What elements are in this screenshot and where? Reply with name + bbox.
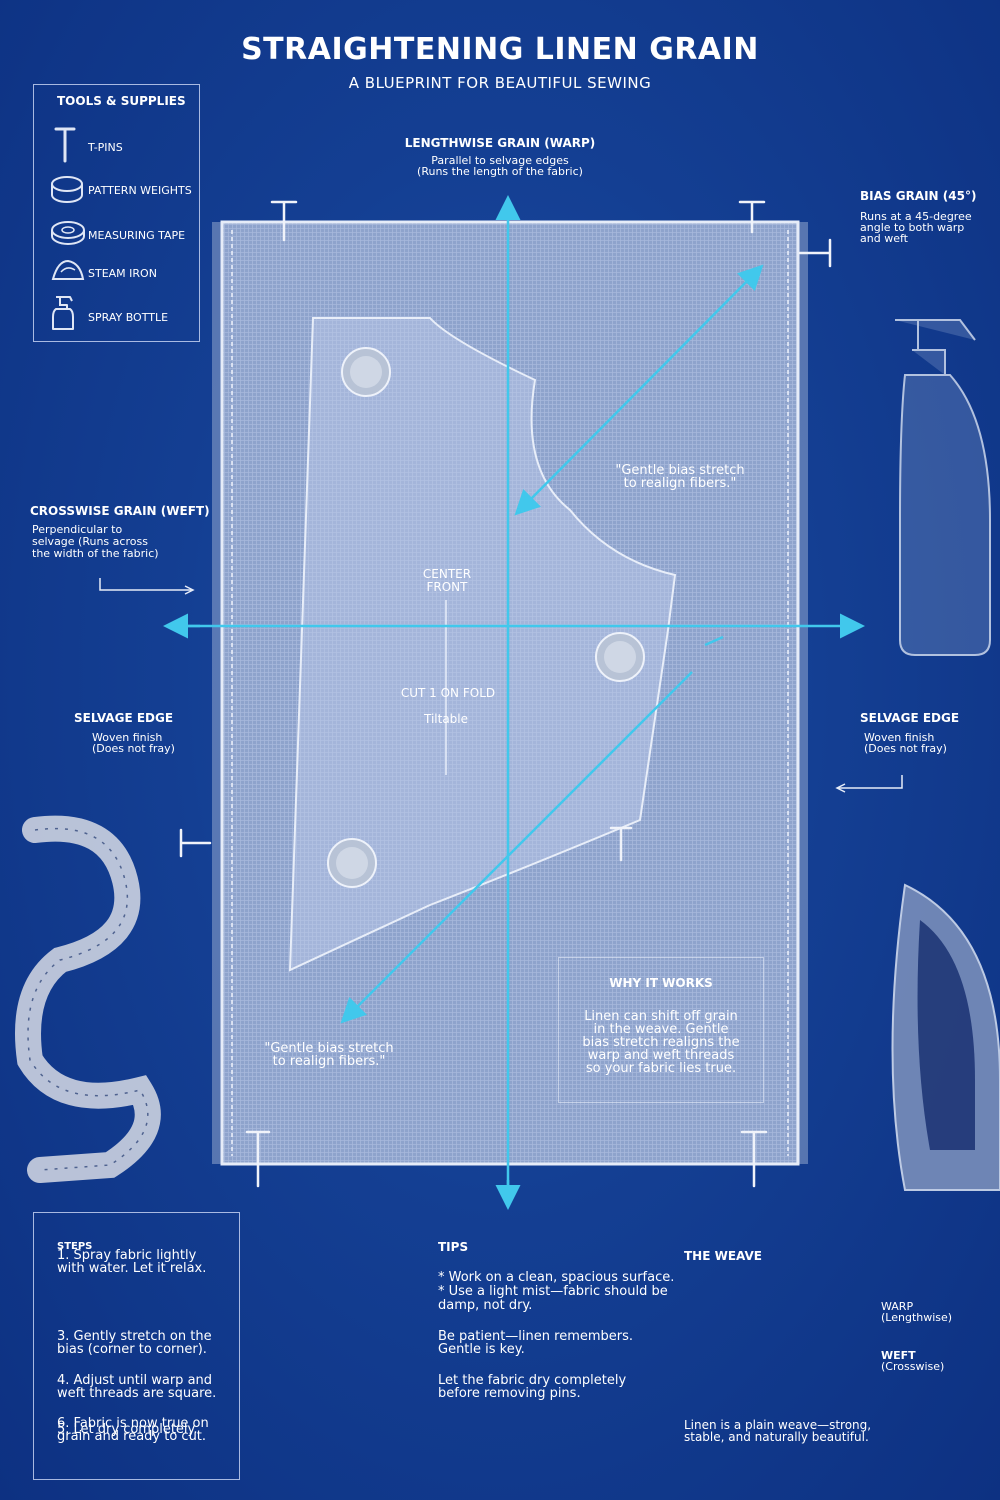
tool-label-steam-iron: STEAM IRON xyxy=(88,267,157,280)
weave-warp-sub: (Lengthwise) xyxy=(881,1311,953,1324)
step-1-line2: with water. Let it relax. xyxy=(57,1261,207,1276)
tool-label-spray-bottle: SPRAY BOTTLE xyxy=(88,311,169,324)
step-5: 5. Let dry completely. xyxy=(57,1422,198,1437)
why-line4: warp and weft threads xyxy=(587,1048,735,1063)
bias-arrow-bottom-back xyxy=(704,635,724,647)
center-front-line1: CENTER xyxy=(423,567,471,581)
pattern-weight-1 xyxy=(341,347,391,397)
bias-grain-line3: and weft xyxy=(860,232,908,245)
selvage-left-line1: Woven finish xyxy=(92,731,163,744)
t-pin-icon xyxy=(54,127,76,163)
selvage-left-line2: (Does not fray) xyxy=(92,742,175,755)
measuring-tape-icon xyxy=(51,221,85,245)
tip-2-line2: damp, not dry. xyxy=(438,1298,533,1313)
bias-arrow-top xyxy=(519,264,764,511)
lengthwise-grain-line1: Parallel to selvage edges xyxy=(431,154,569,167)
tips-heading: TIPS xyxy=(438,1240,469,1254)
pattern-piece xyxy=(288,317,677,972)
pointer-arrows xyxy=(99,578,903,793)
tip-4-line1: Let the fabric dry completely xyxy=(438,1373,627,1388)
bias-grain-line2: angle to both warp xyxy=(860,221,965,234)
steam-iron-icon xyxy=(51,259,85,280)
tools-heading: TOOLS & SUPPLIES xyxy=(57,94,186,108)
pattern-weight-2 xyxy=(595,632,645,682)
crosswise-grain-line3: the width of the fabric) xyxy=(32,547,159,560)
crosswise-grain-line2: selvage (Runs across xyxy=(32,535,148,548)
why-line1: Linen can shift off grain xyxy=(584,1009,738,1024)
tip-4-line2: before removing pins. xyxy=(438,1386,581,1401)
weave-warp-label: WARP xyxy=(881,1300,914,1313)
bias-grain-title: BIAS GRAIN (45°) xyxy=(860,189,977,203)
page-subtitle: A BLUEPRINT FOR BEAUTIFUL SEWING xyxy=(348,74,652,92)
selvage-right-title: SELVAGE EDGE xyxy=(860,711,960,725)
tools-panel: TOOLS & SUPPLIES T-PINS PATTERN WEIGHTS … xyxy=(33,84,200,342)
tiltable-label: Tiltable xyxy=(423,712,468,726)
why-it-works-panel: WHY IT WORKS Linen can shift off grain i… xyxy=(558,957,764,1103)
tip-1: * Work on a clean, spacious surface. xyxy=(438,1270,675,1285)
lengthwise-grain-title: LENGTHWISE GRAIN (WARP) xyxy=(404,136,596,150)
tool-label-t-pins: T-PINS xyxy=(88,141,123,154)
measuring-tape-illustration xyxy=(15,815,161,1183)
tip-2-line1: * Use a light mist—fabric should be xyxy=(438,1284,668,1299)
pattern-weight-3 xyxy=(327,838,377,888)
page-title: STRAIGHTENING LINEN GRAIN xyxy=(241,32,759,67)
weave-heading: THE WEAVE xyxy=(684,1249,762,1263)
step-6-line2: grain and ready to cut. xyxy=(57,1429,207,1444)
tool-label-pattern-weights: PATTERN WEIGHTS xyxy=(88,184,192,197)
why-line5: so your fabric lies true. xyxy=(585,1061,737,1076)
weave-desc-line2: stable, and naturally beautiful. xyxy=(684,1430,869,1444)
bias-grain-line1: Runs at a 45-degree xyxy=(860,210,972,223)
bias-note-bottom-line2: to realign fibers." xyxy=(273,1054,386,1069)
crosswise-grain-title: CROSSWISE GRAIN (WEFT) xyxy=(30,504,210,518)
step-4-line1: 4. Adjust until warp and xyxy=(57,1373,213,1388)
bias-note-bottom-line1: "Gentle bias stretch xyxy=(264,1041,393,1056)
spray-bottle-icon xyxy=(52,296,74,330)
selvage-right-line2: (Does not fray) xyxy=(864,742,947,755)
tool-label-measuring-tape: MEASURING TAPE xyxy=(88,229,186,242)
spray-bottle-illustration xyxy=(895,319,991,656)
step-1-line1: 1. Spray fabric lightly xyxy=(57,1248,197,1263)
steam-iron-illustration xyxy=(891,883,1000,1191)
bias-note-top-line1: "Gentle bias stretch xyxy=(615,463,744,478)
bias-arrow-top-back xyxy=(514,489,541,516)
tip-3-line1: Be patient—linen remembers. xyxy=(438,1329,634,1344)
why-heading: WHY IT WORKS xyxy=(609,976,713,990)
why-line2: in the weave. Gentle xyxy=(593,1022,729,1037)
cut-on-fold: CUT 1 ON FOLD xyxy=(401,686,495,700)
step-6-line1: 6. Fabric is now true on xyxy=(57,1416,209,1431)
steps-panel: STEPS 1. Spray fabric lightly with water… xyxy=(33,1212,240,1480)
crosswise-grain-line1: Perpendicular to xyxy=(32,523,123,536)
bias-note-top-line2: to realign fibers." xyxy=(624,476,737,491)
weave-weft-label: WEFT xyxy=(881,1349,916,1362)
weave-desc-line1: Linen is a plain weave—strong, xyxy=(684,1418,872,1432)
weave-weft-sub: (Crosswise) xyxy=(881,1360,945,1373)
step-4-line2: weft threads are square. xyxy=(57,1386,217,1401)
steps-heading: STEPS xyxy=(57,1241,93,1252)
selvage-right-line1: Woven finish xyxy=(864,731,935,744)
tip-3-line2: Gentle is key. xyxy=(438,1342,525,1357)
step-3-line2: bias (corner to corner). xyxy=(57,1342,207,1357)
selvage-left-title: SELVAGE EDGE xyxy=(74,711,174,725)
why-line3: bias stretch realigns the xyxy=(582,1035,740,1050)
pattern-weight-icon xyxy=(51,176,83,203)
center-front-line2: FRONT xyxy=(427,580,469,594)
step-3-line1: 3. Gently stretch on the xyxy=(57,1329,212,1344)
lengthwise-grain-line2: (Runs the length of the fabric) xyxy=(417,165,583,178)
